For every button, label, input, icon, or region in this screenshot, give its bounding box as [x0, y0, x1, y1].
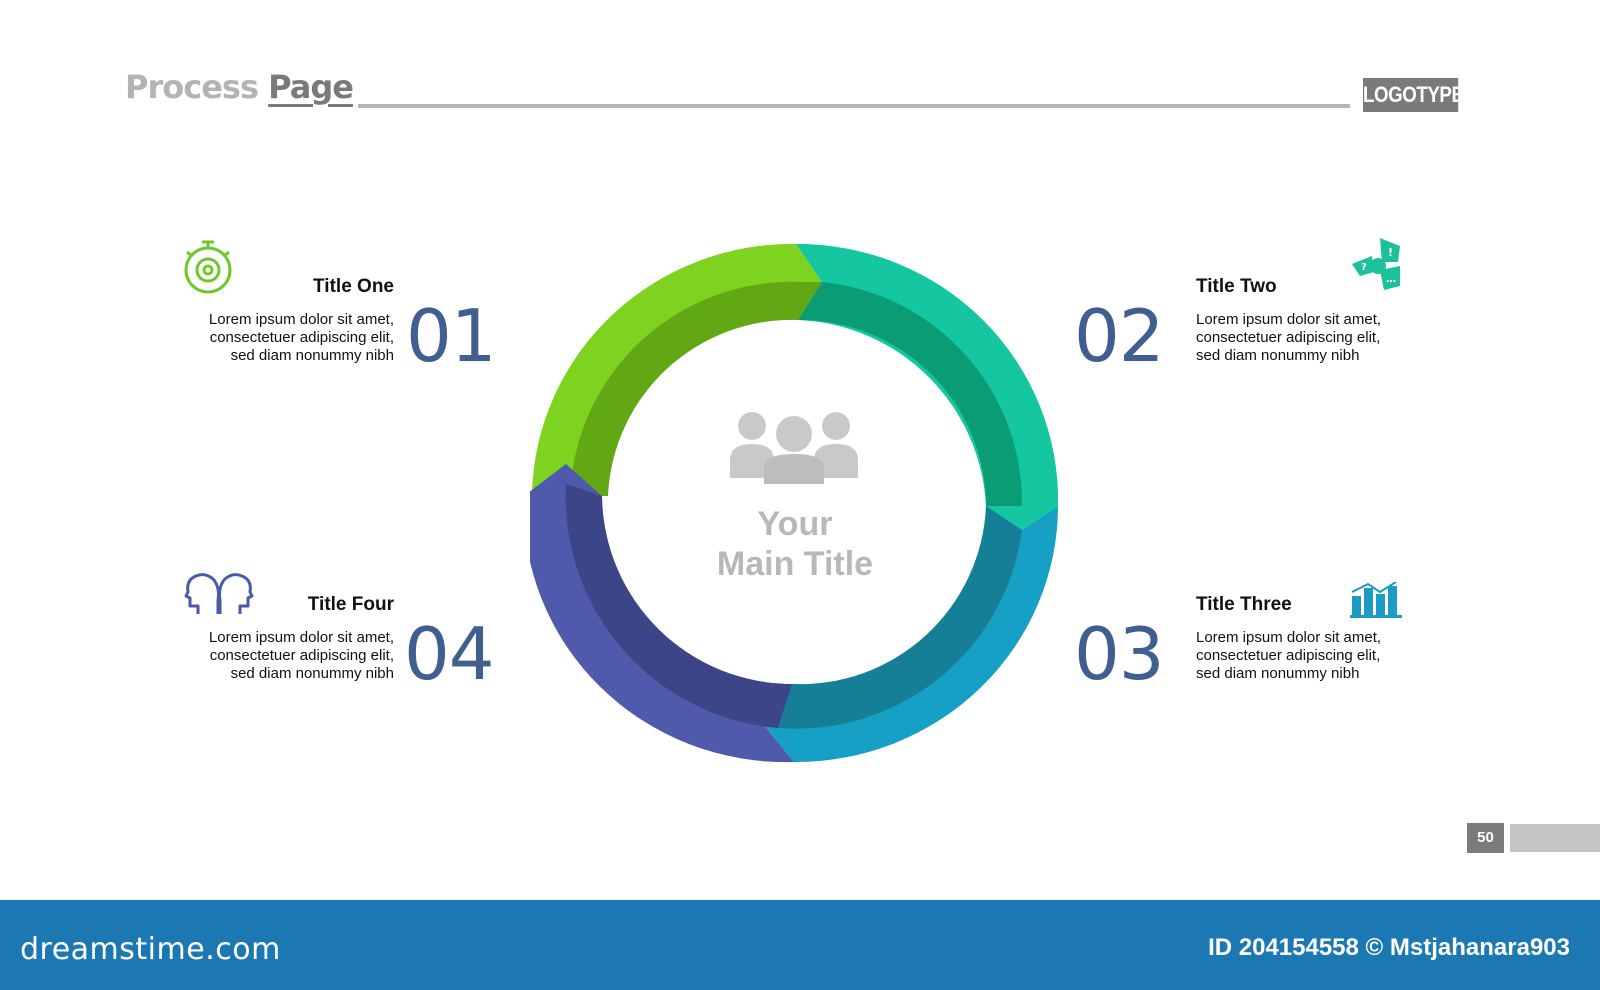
step-3-desc-line-2: consectetuer adipiscing elit,	[1196, 647, 1381, 664]
step-3-desc-line-1: Lorem ipsum dolor sit amet,	[1196, 629, 1382, 646]
main-title: Your Main Title	[640, 504, 950, 584]
page-number-bar	[1510, 824, 1600, 852]
page-title: Process Page	[125, 68, 354, 106]
step-4-desc-line-3: sed diam nonummy nibh	[230, 665, 394, 682]
segment-3	[758, 506, 1058, 763]
step-1-number: 01	[406, 294, 497, 378]
process-ring	[530, 244, 1059, 763]
step-2-desc-line-2: consectetuer adipiscing elit,	[1196, 329, 1381, 346]
step-2-desc-line-3: sed diam nonummy nibh	[1196, 347, 1360, 364]
title-part-2: Page	[268, 68, 354, 106]
page-number: 50	[1467, 823, 1504, 853]
step-2-number: 02	[1074, 294, 1165, 378]
footer-image-id: ID 204154558 © Mstjahanara903	[1208, 934, 1570, 961]
main-title-line-2: Main Title	[716, 545, 874, 583]
segment-2	[796, 244, 1059, 530]
footer: dreamstime.com ID 204154558 © Mstjahanar…	[0, 900, 1600, 990]
header-divider	[358, 104, 1350, 108]
step-1-desc-line-3: sed diam nonummy nibh	[230, 347, 394, 364]
stopwatch-gear-icon	[184, 240, 232, 294]
step-3-title: Title Three	[1196, 594, 1292, 615]
svg-text:?: ?	[1361, 262, 1367, 273]
segment-1	[532, 244, 822, 496]
step-1-title: Title One	[313, 276, 394, 297]
step-2-desc-line-1: Lorem ipsum dolor sit amet,	[1196, 311, 1382, 328]
step-2-title: Title Two	[1196, 276, 1277, 297]
svg-text:…: …	[1386, 274, 1396, 285]
step-4-desc-line-2: consectetuer adipiscing elit,	[209, 647, 394, 664]
step-4-desc-line-1: Lorem ipsum dolor sit amet,	[208, 629, 394, 646]
step-1-desc-line-2: consectetuer adipiscing elit,	[209, 329, 394, 346]
two-heads-icon	[184, 573, 254, 614]
chat-bubbles-icon: ! ? …	[1352, 238, 1400, 290]
title-part-1: Process	[125, 68, 269, 106]
step-1-desc-line-1: Lorem ipsum dolor sit amet,	[208, 311, 394, 328]
people-group-icon	[730, 412, 858, 484]
step-4-title: Title Four	[307, 594, 394, 615]
logo: LOGOTYPE	[1363, 78, 1464, 112]
main-title-line-1: Your	[757, 505, 833, 543]
bar-chart-icon	[1350, 582, 1402, 618]
step-3-number: 03	[1074, 612, 1165, 696]
segment-4	[530, 464, 794, 763]
step-3-desc-line-3: sed diam nonummy nibh	[1196, 665, 1360, 682]
footer-brand: dreamstime.com	[20, 932, 281, 967]
svg-text:!: !	[1388, 246, 1393, 259]
step-4-number: 04	[404, 612, 495, 696]
